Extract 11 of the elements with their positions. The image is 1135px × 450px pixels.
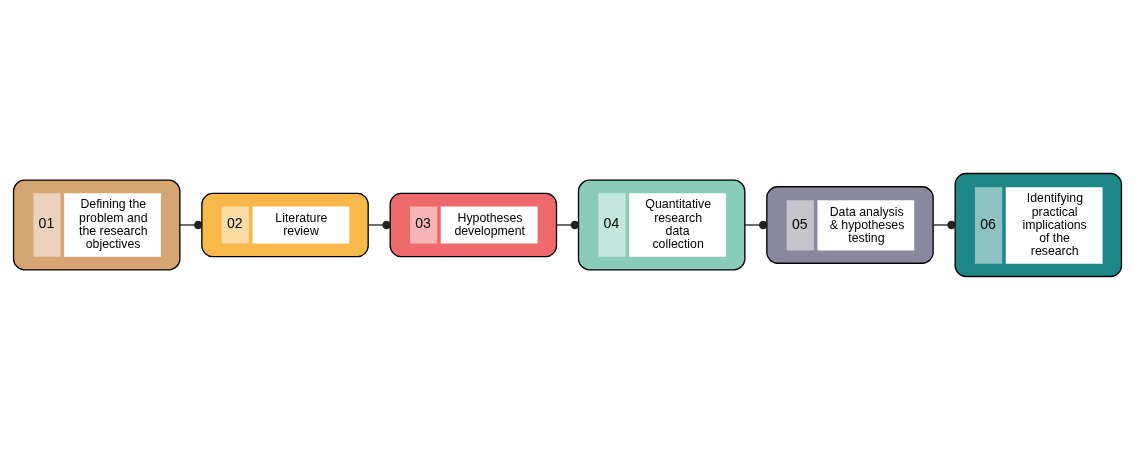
connector (555, 220, 579, 230)
connector (367, 220, 391, 230)
node-box: 02 Literature review (201, 192, 369, 258)
connector (932, 220, 956, 230)
connector (744, 220, 768, 230)
connector (179, 220, 203, 230)
node-box: 03 Hypotheses development (389, 192, 558, 258)
node-box: 01 Defining the problem and the research objectives (12, 179, 181, 271)
node-box: 04 Quantitative research data collection (577, 179, 746, 271)
node-box: 05 Data analysis & hypotheses testing (766, 186, 934, 264)
node-box: 06 Identifying practical implications of the research (954, 172, 1123, 278)
